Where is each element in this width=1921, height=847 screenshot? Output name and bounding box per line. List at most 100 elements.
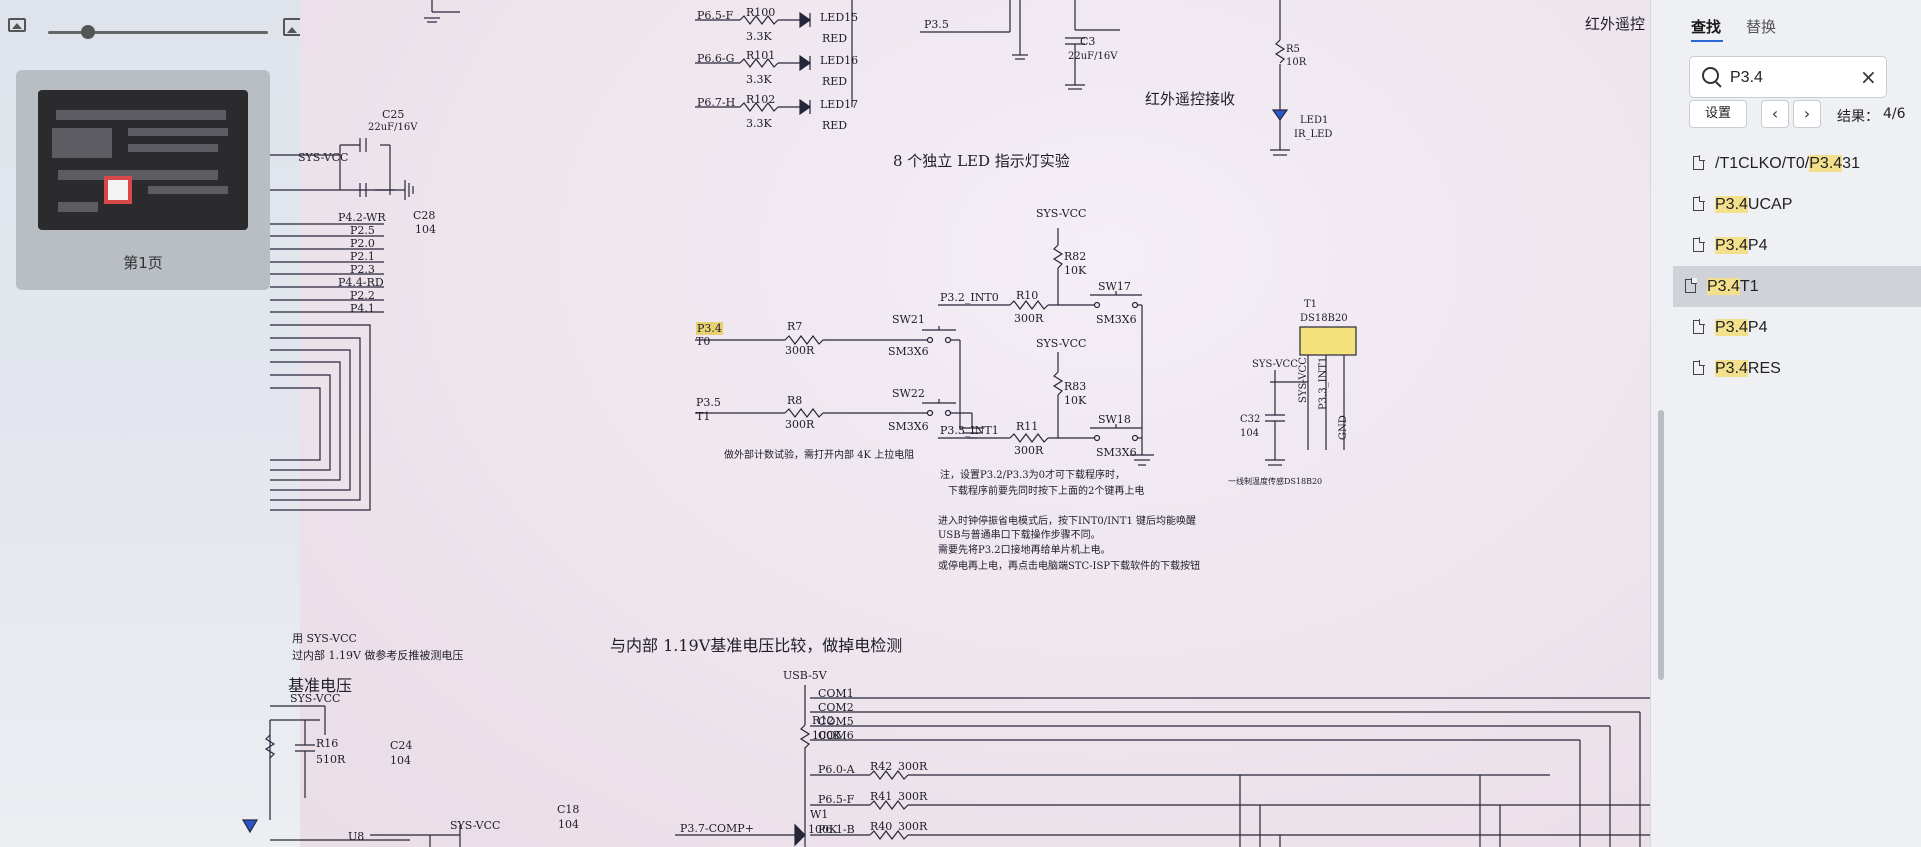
int-note-2: 下载程序前要先同时按下上面的2个键再上电 xyxy=(948,486,1145,497)
r16-label: R16 xyxy=(316,737,339,750)
find-panel: 查找 替换 × 设置 ‹ › 结果： 4/6 /T1CLKO/T0/P3.431… xyxy=(1650,0,1921,847)
ir-pin: P3.5 xyxy=(924,18,949,31)
c25-label: C25 xyxy=(382,108,405,121)
int-note-6: 或停电再上电，再点击电脑端STC-ISP下载软件的下载按钮 xyxy=(938,561,1201,572)
result-item[interactable]: P3.4P4 xyxy=(1681,225,1921,266)
int1-pin: P3.3_INT1 xyxy=(940,424,999,437)
r5-label: R5 xyxy=(1286,44,1300,55)
sw21-label: SW21 xyxy=(892,313,925,326)
sw22-pin: P3.5 xyxy=(696,396,721,409)
voltage-title: 基准电压 xyxy=(288,676,353,695)
document-icon xyxy=(1693,155,1705,170)
bus-pin-7: P2.2 xyxy=(350,289,375,302)
zoom-controls xyxy=(8,12,305,42)
ir-led-label: LED1 xyxy=(1300,115,1329,126)
result-item[interactable]: P3.4UCAP xyxy=(1681,184,1921,225)
tab-replace[interactable]: 替换 xyxy=(1746,18,1777,36)
bus-sys-vcc: SYS-VCC xyxy=(298,151,349,164)
c18-label: C18 xyxy=(557,803,580,816)
bus-pin-1: P4.2-WR xyxy=(338,211,386,224)
resistor-r100: R100 xyxy=(746,6,776,19)
temp-vcc: SYS-VCC xyxy=(1252,359,1298,370)
r83-label: R83 xyxy=(1064,380,1087,393)
counter-note: 做外部计数试验，需打开内部 4K 上拉电阻 xyxy=(724,450,915,461)
r7-label: R7 xyxy=(787,320,803,333)
zoom-slider[interactable] xyxy=(48,25,268,39)
resistor-value-3: 3.3K xyxy=(746,117,772,130)
bus-pin-5: P2.3 xyxy=(350,263,375,276)
r10-value: 300R xyxy=(1014,312,1044,325)
search-box[interactable]: × xyxy=(1689,56,1887,98)
c18-value: 104 xyxy=(558,818,579,831)
sw18-value: SM3X6 xyxy=(1096,446,1137,459)
t1-value: DS18B20 xyxy=(1300,313,1348,324)
document-icon xyxy=(1685,278,1697,293)
com-row-v-3: 300R xyxy=(898,820,928,833)
prev-result-button[interactable]: ‹ xyxy=(1761,100,1789,128)
r11-label: R11 xyxy=(1016,420,1039,433)
t1-label: T1 xyxy=(1304,299,1318,310)
com2-label: COM2 xyxy=(818,701,854,714)
ir-section-title: 红外遥控接收 xyxy=(1145,90,1236,108)
ir-cap-value: 22uF/16V xyxy=(1068,51,1118,62)
schematic-wires xyxy=(241,0,1650,847)
page-label: 第1页 xyxy=(123,254,163,272)
image-small-icon[interactable] xyxy=(8,18,26,32)
document-icon xyxy=(1693,237,1705,252)
bus-pin-4: P2.1 xyxy=(350,250,375,263)
r8-value: 300R xyxy=(785,418,815,431)
schematic-document[interactable]: P6.5-F P6.6-G P6.7-H R100 R101 R102 3.3K… xyxy=(241,0,1650,847)
ir-title-2: 红外遥控 xyxy=(1585,15,1646,33)
r82-label: R82 xyxy=(1064,250,1087,263)
r12-value: 100K xyxy=(812,729,842,742)
result-item-selected[interactable]: P3.4T1 xyxy=(1673,266,1921,307)
int-vcc-1: SYS-VCC xyxy=(1036,207,1087,220)
r5-value: 10R xyxy=(1286,57,1307,68)
next-result-button[interactable]: › xyxy=(1793,100,1821,128)
w1-value: 100K xyxy=(808,823,838,836)
comp-pin: P3.7-COMP+ xyxy=(680,822,754,835)
settings-button[interactable]: 设置 xyxy=(1689,100,1747,128)
int-note-3: 进入时钟停振省电模式后，按下INT0/INT1 键后均能唤醒 xyxy=(938,516,1197,527)
compare-title: 与内部 1.19V基准电压比较，做掉电检测 xyxy=(610,636,903,655)
result-item[interactable]: P3.4P4 xyxy=(1681,307,1921,348)
zoom-slider-thumb[interactable] xyxy=(80,25,95,39)
result-item[interactable]: P3.4RES xyxy=(1681,348,1921,389)
led17-label: LED17 xyxy=(820,98,859,111)
led-section-title: 8 个独立 LED 指示灯实验 xyxy=(893,152,1070,170)
resistor-r101: R101 xyxy=(746,49,776,62)
page-thumbnail[interactable]: 第1页 xyxy=(16,70,270,290)
ir-cap: C3 xyxy=(1080,35,1096,48)
c28-label: C28 xyxy=(413,209,436,222)
sw17-label: SW17 xyxy=(1098,280,1131,293)
bus-pin-3: P2.0 xyxy=(350,237,375,250)
resistor-value-2: 3.3K xyxy=(746,73,772,86)
r11-value: 300R xyxy=(1014,444,1044,457)
int-note-4: USB与普通串口下载操作步骤不同。 xyxy=(938,530,1101,541)
led-color-1: RED xyxy=(822,32,848,45)
close-icon[interactable]: × xyxy=(1860,65,1877,89)
voltage-line-1: 用 SYS-VCC xyxy=(292,632,357,645)
result-item[interactable]: /T1CLKO/T0/P3.431 xyxy=(1681,143,1921,184)
sw17-value: SM3X6 xyxy=(1096,313,1137,326)
led15-label: LED15 xyxy=(820,11,859,24)
com-row-pin-1: P6.0-A xyxy=(818,763,855,776)
sw21-pin-highlight: P3.4 xyxy=(696,322,723,335)
bus-pin-6: P4.4-RD xyxy=(338,276,384,289)
voltage-vcc-2: SYS-VCC xyxy=(450,819,501,832)
w1-label: W1 xyxy=(810,808,829,821)
temp-pin-1: SYS-VCC xyxy=(1298,357,1309,403)
tab-find[interactable]: 查找 xyxy=(1691,18,1722,36)
c32-label: C32 xyxy=(1240,414,1261,425)
search-input[interactable] xyxy=(1728,66,1852,90)
document-scrollbar[interactable] xyxy=(1658,410,1664,680)
sw22-value: SM3X6 xyxy=(888,420,929,433)
result-list: /T1CLKO/T0/P3.431 P3.4UCAP P3.4P4 P3.4T1… xyxy=(1673,143,1921,389)
com-row-v-1: 300R xyxy=(898,760,928,773)
c32-value: 104 xyxy=(1240,428,1260,439)
voltage-line-2: 过内部 1.19V 做参考反推被测电压 xyxy=(292,649,464,662)
int0-pin: P3.2_INT0 xyxy=(940,291,999,304)
com5-label: COM5 xyxy=(818,715,854,728)
temp-pin-3: GND xyxy=(1338,415,1349,440)
com-row-pin-3: P6.1-B xyxy=(818,823,855,836)
